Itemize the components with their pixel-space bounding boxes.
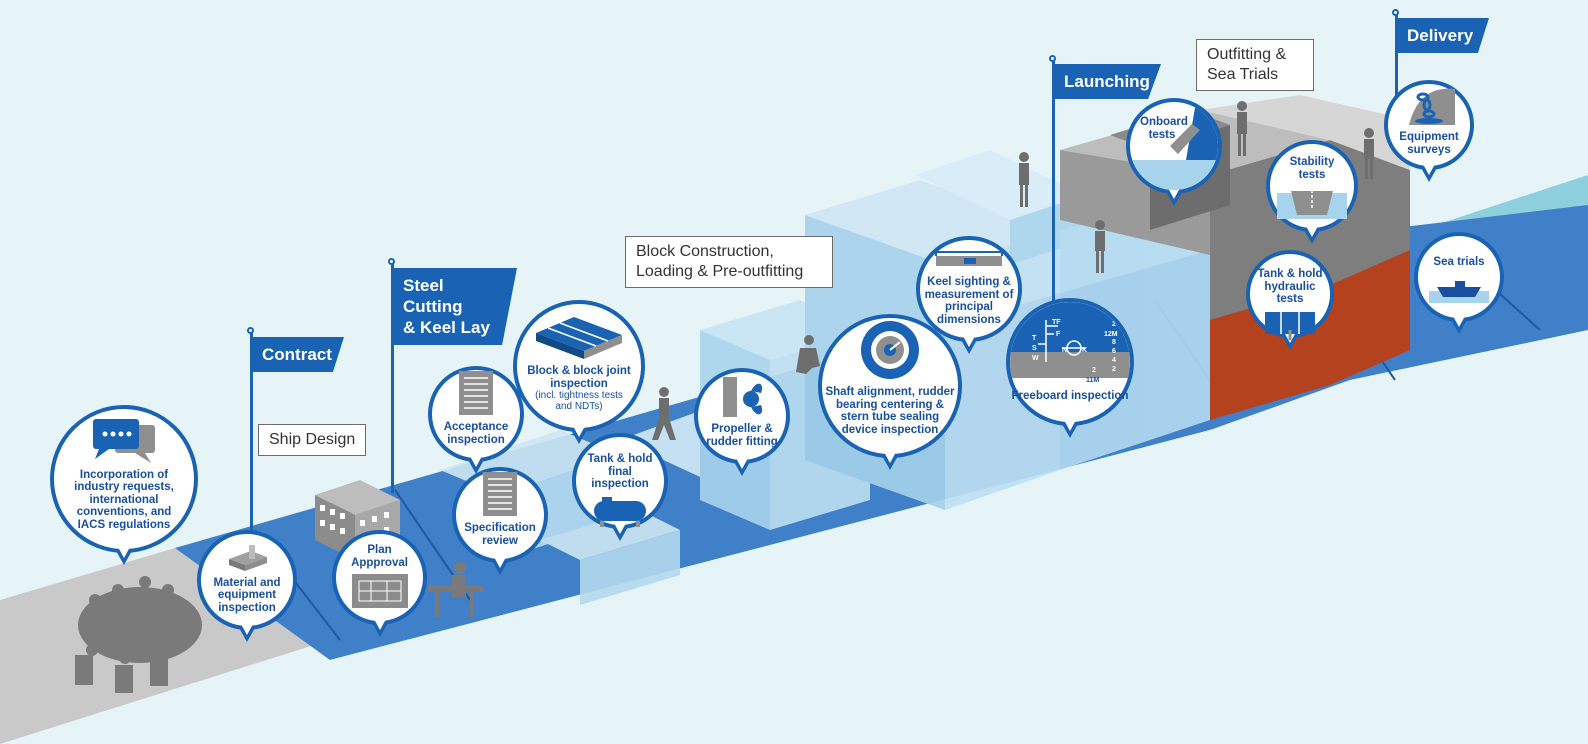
desk-worker [428, 562, 483, 617]
steel-cutting-pole [388, 258, 395, 493]
fb-mark-tf: TF [1052, 319, 1061, 326]
block-joint-label: Block & block joint inspection [527, 365, 631, 390]
stability-tests-bubble: Stability tests [1266, 140, 1358, 244]
freeboard-bubble: TF F T S W N K 12M 2 8 6 4 2 2 11M Freeb… [1006, 298, 1134, 438]
stability-icon [1277, 185, 1347, 219]
sea-trials-label: Sea trials [1433, 256, 1485, 268]
contract-pole [247, 327, 254, 532]
propeller-rudder-label: Propeller & rudder fitting [706, 423, 778, 448]
worker-silhouettes [652, 101, 1374, 440]
propeller-rudder-bubble: Propeller & rudder fitting [694, 368, 790, 476]
fb-mark-f: F [1056, 331, 1061, 338]
industry-requests-bubble: Incorporation of industry requests, inte… [50, 405, 198, 565]
foreground-wedge [0, 330, 1588, 744]
fb-mark-d6: 2 [1092, 367, 1096, 374]
freeboard-mark-icon: TF F T S W N K 12M 2 8 6 4 2 2 11M [1010, 302, 1130, 422]
launching-flag: Launching [1054, 64, 1161, 99]
industry-requests-label: Incorporation of industry requests, inte… [74, 468, 174, 531]
ship-at-sea-icon [1429, 280, 1489, 303]
tank-hold-hydraulic-bubble: Tank & hold hydraulic tests [1246, 250, 1334, 350]
stability-tests-label: Stability tests [1289, 156, 1335, 181]
steel-plate-icon [229, 544, 267, 571]
sea-trials-bubble: Sea trials [1414, 232, 1504, 334]
fb-mark-d5: 2 [1112, 366, 1116, 373]
specification-document-icon [483, 472, 517, 516]
shaft-alignment-label: Shaft alignment, rudder bearing centerin… [825, 386, 955, 436]
onboard-tests-label: Onboard tests [1140, 116, 1188, 141]
tank-hold-final-label: Tank & hold final inspection [587, 453, 653, 490]
delivery-flag: Delivery [1397, 18, 1489, 53]
fb-mark-d1: 2 [1112, 321, 1116, 328]
keel-measurement-icon [935, 250, 1003, 266]
fb-mark-w: W [1032, 355, 1039, 362]
keel-sighting-bubble: Keel sighting & measurement of principal… [916, 236, 1022, 354]
shaft-alignment-bubble: Shaft alignment, rudder bearing centerin… [818, 314, 962, 470]
fb-mark-11m: 11M [1086, 377, 1099, 384]
material-inspection-bubble: Material and equipment inspection [197, 530, 297, 642]
block-joint-bubble: Block & block joint inspection (incl. ti… [513, 300, 645, 444]
plan-approval-label: Plan Appproval [351, 544, 408, 569]
fb-mark-s: S [1032, 345, 1037, 352]
block-construction-label: Block Construction, Loading & Pre-outfit… [625, 236, 833, 288]
acceptance-inspection-bubble: Acceptance inspection [428, 366, 524, 474]
keel-sighting-label: Keel sighting & measurement of principal… [924, 276, 1014, 326]
freeboard-label: Freeboard inspection [1011, 390, 1129, 402]
fb-mark-d2: 8 [1112, 339, 1116, 346]
block-joint-icon [536, 317, 622, 359]
fb-mark-k: K [1082, 347, 1087, 354]
fb-mark-t: T [1032, 335, 1037, 342]
ship-design-label: Ship Design [258, 424, 367, 456]
acceptance-inspection-label: Acceptance inspection [443, 421, 509, 446]
document-icon [459, 371, 493, 415]
equipment-surveys-label: Equipment surveys [1399, 131, 1459, 156]
fb-mark-d3: 6 [1112, 348, 1116, 355]
material-inspection-label: Material and equipment inspection [213, 576, 281, 614]
specification-review-bubble: Specification review [452, 467, 548, 575]
onboard-test-icon [1130, 102, 1218, 190]
propeller-icon [723, 377, 763, 417]
fb-mark-d4: 4 [1112, 357, 1116, 364]
block-joint-note: (incl. tightness tests and NDTs) [535, 390, 623, 412]
blueprint-icon [351, 574, 408, 608]
chat-icon [93, 418, 155, 463]
onboard-tests-bubble: Onboard tests [1126, 98, 1222, 206]
delivery-pole [1392, 9, 1399, 114]
outfitting-label: Outfitting & Sea Trials [1196, 39, 1314, 91]
fb-mark-12m: 12M [1104, 331, 1118, 338]
plan-approval-bubble: Plan Appproval [332, 530, 427, 637]
specification-review-label: Specification review [464, 522, 536, 547]
anchor-chain-icon [1409, 88, 1455, 125]
meeting-group [75, 576, 202, 693]
shaft-icon [861, 321, 919, 379]
tank-icon [594, 496, 646, 527]
fb-mark-n: N [1062, 347, 1067, 354]
tank-hold-final-bubble: Tank & hold final inspection [572, 433, 668, 541]
steel-cutting-flag: Steel Cutting & Keel Lay [393, 268, 517, 345]
contract-flag: Contract [252, 337, 344, 372]
hydraulic-tank-icon [1265, 311, 1315, 340]
equipment-surveys-bubble: Equipment surveys [1384, 80, 1474, 182]
launching-pole [1049, 55, 1056, 360]
tank-hold-hydraulic-label: Tank & hold hydraulic tests [1257, 268, 1323, 305]
